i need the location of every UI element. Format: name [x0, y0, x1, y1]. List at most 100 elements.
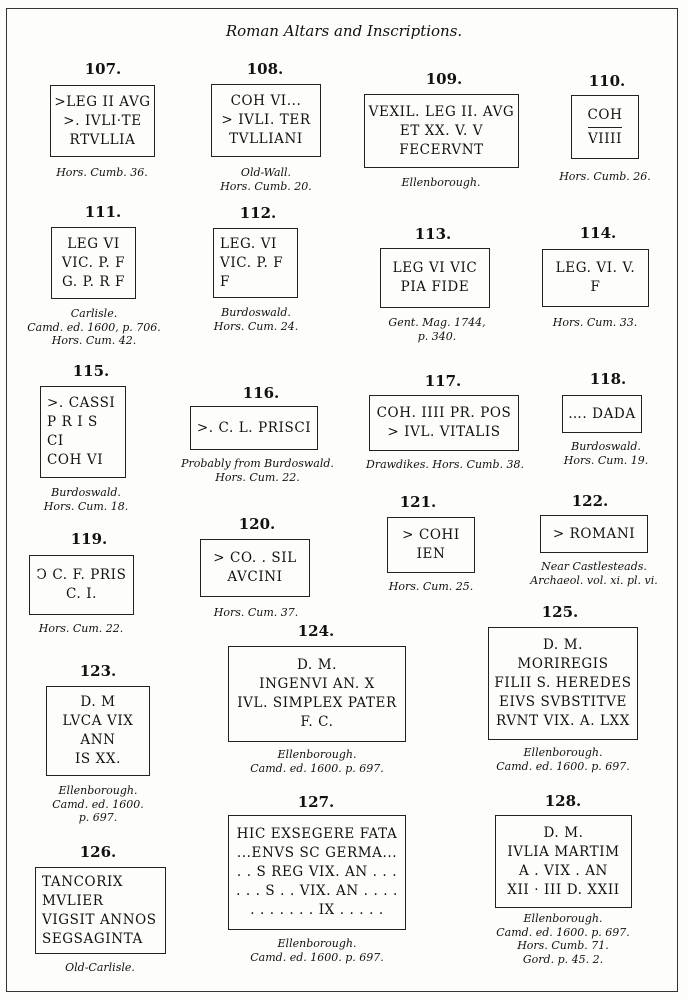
- caption-line: Camd. ed. 1600. p. 697.: [496, 925, 630, 939]
- inscription-box: TANCORIX MVLIER VIGSIT ANNOS SEGSAGINTA: [35, 867, 166, 954]
- inscription-box: COH VIIII: [571, 95, 639, 159]
- inscription-box: >LEG II AVG >. IVLI·TE RTVLLIA: [50, 85, 155, 157]
- inscription-line: . . . S . . VIX. AN . . . .: [236, 883, 398, 899]
- inscription-box: LEG. VI. V. F: [542, 249, 649, 307]
- plate-number: 109.: [425, 70, 463, 88]
- inscription-box: D. M. INGENVI AN. X IVL. SIMPLEX PATER F…: [228, 646, 406, 742]
- caption-line: Drawdikes. Hors. Cumb. 38.: [366, 458, 524, 471]
- inscription-line: COH VI: [47, 452, 104, 468]
- inscription-caption: Probably from Burdoswald. Hors. Cum. 22.: [170, 457, 345, 484]
- inscription-line: COH. IIII PR. POS: [376, 405, 512, 421]
- plate-number: 122.: [571, 492, 609, 510]
- inscription-line: VIIII: [587, 130, 623, 147]
- inscription-line: IEN: [416, 546, 446, 562]
- caption-line: Hors. Cum. 22.: [215, 470, 300, 484]
- caption-line: Hors. Cum. 25.: [388, 580, 474, 593]
- inscription-caption: Ellenborough. Camd. ed. 1600. p. 697.: [232, 748, 402, 775]
- inscription-line: ANN: [80, 732, 116, 748]
- inscription-line: >LEG II AVG: [54, 93, 151, 110]
- inscription-line: > COHI: [402, 527, 460, 543]
- caption-line: Camd. ed. 1600. p. 697.: [250, 761, 384, 775]
- plate-number: 120.: [238, 515, 276, 533]
- plate-number: 110.: [588, 72, 626, 90]
- plate-number: 112.: [239, 204, 277, 222]
- caption-line: Ellenborough.: [401, 176, 481, 189]
- caption-line: Hors. Cum. 24.: [213, 319, 299, 333]
- inscription-box: LEG. VI VIC. P. F F: [213, 228, 298, 298]
- plate-number: 128.: [544, 792, 582, 810]
- caption-line: Gord. p. 45. 2.: [522, 952, 604, 966]
- inscription-line: CI: [47, 433, 64, 449]
- inscription-caption: Carlisle. Camd. ed. 1600, p. 706. Hors. …: [14, 307, 174, 348]
- caption-line: Ellenborough.: [523, 912, 603, 925]
- inscription-caption: Drawdikes. Hors. Cumb. 38.: [350, 458, 540, 472]
- inscription-caption: Ellenborough. Camd. ed. 1600. p. 697.: [38, 784, 158, 825]
- inscription-caption: Ellenborough. Camd. ed. 1600. p. 697.: [478, 746, 648, 773]
- inscription-line: D. M: [80, 694, 116, 710]
- plate-number: 117.: [424, 372, 462, 390]
- inscription-caption: Hors. Cum. 22.: [21, 622, 141, 636]
- caption-line: Ellenborough.: [58, 784, 138, 797]
- inscription-line: P R I S: [47, 414, 98, 430]
- inscription-line: VEXIL. LEG II. AVG: [368, 103, 515, 120]
- plate-number: 124.: [297, 622, 335, 640]
- inscription-caption: Burdoswald. Hors. Cum. 18.: [26, 486, 146, 513]
- inscription-line: > IVLI. TER: [221, 112, 311, 128]
- inscription-line: HIC EXSEGERE FATA: [236, 826, 398, 842]
- caption-line: Hors. Cumb. 36.: [56, 166, 148, 179]
- plate-number: 107.: [84, 60, 122, 78]
- page-border: [6, 8, 678, 992]
- caption-line: Camd. ed. 1600. p. 697.: [496, 759, 630, 773]
- plate-number: 116.: [242, 384, 280, 402]
- inscription-line: >. IVLI·TE: [63, 112, 142, 129]
- inscription-line: RVNT VIX. A. LXX: [496, 713, 630, 729]
- caption-line: Ellenborough.: [277, 937, 357, 950]
- caption-line: Camd. ed. 1600, p. 706.: [27, 320, 161, 334]
- plate-number: 126.: [79, 843, 117, 861]
- inscription-line: AVCINI: [227, 569, 283, 585]
- inscription-line: LEG VI VIC: [392, 260, 478, 276]
- inscription-line: LEG. VI. V.: [555, 260, 636, 276]
- inscription-line: G. P. R F: [61, 273, 126, 290]
- inscription-line: > IVL. VITALIS: [387, 424, 501, 440]
- caption-line: Near Castlesteads.: [541, 560, 647, 573]
- plate-number: 115.: [72, 362, 110, 380]
- caption-line: Burdoswald.: [571, 440, 641, 453]
- inscription-line: MVLIER: [42, 892, 104, 909]
- plate-number: 118.: [589, 370, 627, 388]
- inscription-caption: Hors. Cum. 25.: [371, 580, 491, 594]
- page-title: Roman Altars and Inscriptions.: [225, 22, 463, 40]
- inscription-line: FECERVNT: [399, 141, 484, 158]
- inscription-box: >. C. L. PRISCI: [190, 406, 318, 450]
- inscription-box: COH. IIII PR. POS > IVL. VITALIS: [369, 395, 519, 451]
- inscription-line: RTVLLIA: [69, 131, 136, 148]
- inscription-line: SEGSAGINTA: [42, 930, 143, 947]
- caption-line: Hors. Cum. 19.: [563, 453, 649, 467]
- inscription-box: …. DADA: [562, 395, 642, 433]
- inscription-box: HIC EXSEGERE FATA ...ENVS SC GERMA... . …: [228, 815, 406, 930]
- caption-line: Hors. Cum. 37.: [213, 606, 299, 619]
- inscription-caption: Burdoswald. Hors. Cum. 19.: [546, 440, 666, 467]
- plate-number: 111.: [84, 203, 122, 221]
- inscription-caption: Hors. Cumb. 26.: [545, 170, 665, 184]
- inscription-line: VIC. P. F: [61, 254, 126, 271]
- caption-line: Hors. Cumb. 20.: [220, 179, 312, 193]
- inscription-caption: Ellenborough.: [381, 176, 501, 190]
- inscription-box: Ↄ C. F. PRIS C. I.: [29, 555, 134, 615]
- inscription-line: VIGSIT ANNOS: [42, 911, 157, 928]
- inscription-line: D. M.: [542, 637, 584, 653]
- inscription-line: > ROMANI: [552, 525, 636, 542]
- inscription-box: D. M LVCA VIX ANN IS XX.: [46, 686, 150, 776]
- inscription-caption: Near Castlesteads. Archaeol. vol. xi. pl…: [514, 560, 674, 587]
- inscription-line: ...ENVS SC GERMA...: [236, 845, 398, 861]
- inscription-line: ET XX. V. V: [399, 122, 484, 139]
- inscription-line: C. I.: [65, 586, 98, 602]
- inscription-box: > ROMANI: [540, 515, 648, 553]
- caption-line: Ellenborough.: [523, 746, 603, 759]
- plate-number: 114.: [579, 224, 617, 242]
- plate-number: 123.: [79, 662, 117, 680]
- inscription-caption: Hors. Cumb. 36.: [42, 166, 162, 180]
- inscription-line: MORIREGIS: [517, 656, 609, 672]
- inscription-line: >. CASSI: [47, 395, 116, 411]
- inscription-line: EIVS SVBSTITVE: [499, 694, 627, 710]
